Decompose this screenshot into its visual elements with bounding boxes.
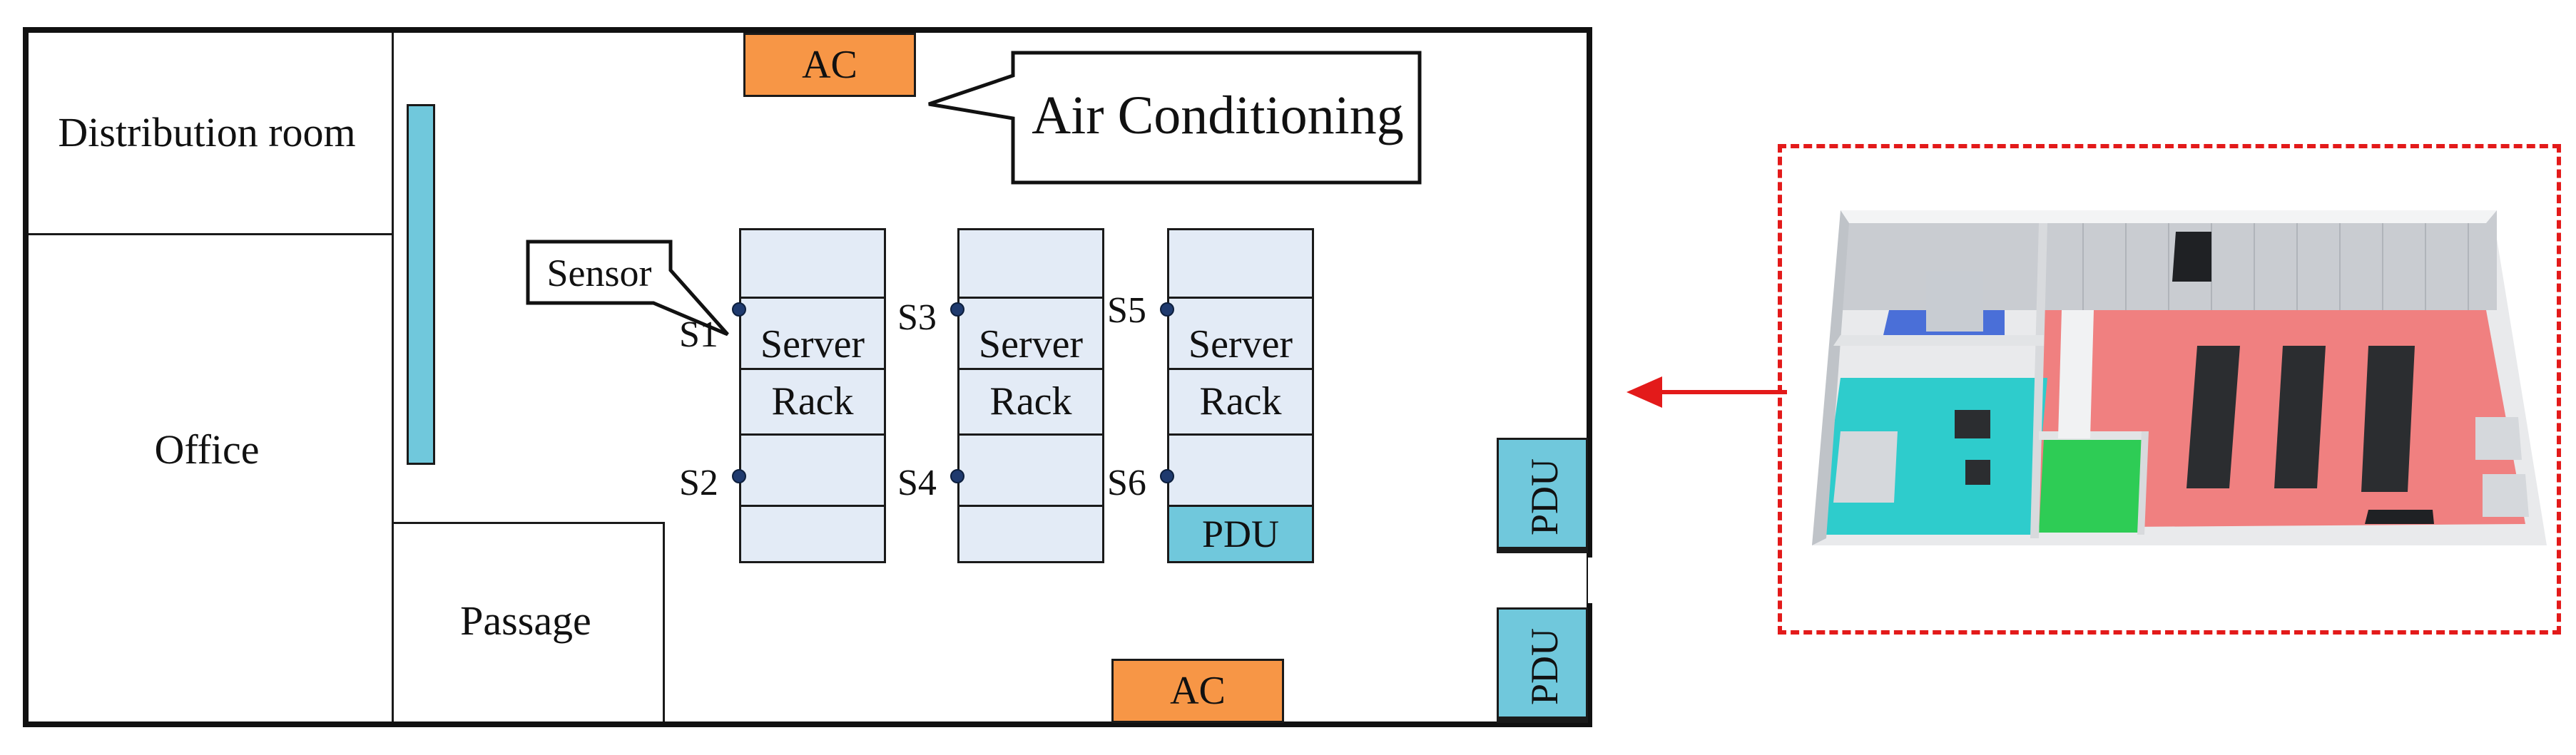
sensor-dot-s2: [732, 469, 746, 483]
rack-1-label-line2: Rack: [771, 379, 854, 423]
rack-2-label-line2: Rack: [989, 379, 1072, 423]
rack-3-label-line1: Server: [1188, 322, 1293, 366]
server-rack-1: Server Rack: [739, 228, 886, 563]
rack-1-label-line1: Server: [760, 322, 865, 366]
office-label: Office: [154, 426, 260, 473]
sensor-dot-s5: [1160, 302, 1174, 317]
sensor-label-s6: S6: [1107, 463, 1146, 503]
pdu-wall-unit-1: PDU: [1497, 438, 1588, 553]
sensor-dot-s4: [950, 469, 964, 483]
distribution-room-label: Distribution room: [58, 109, 356, 156]
sensor-dot-s1: [732, 302, 746, 317]
render-frame: [1778, 144, 2561, 635]
sensor-callout-shape: [526, 240, 729, 337]
ac-unit-top: AC: [743, 33, 916, 97]
sensor-label-s1: S1: [679, 314, 718, 355]
rack-3-pdu: PDU: [1169, 507, 1312, 561]
distribution-room: Distribution room: [29, 33, 394, 235]
cooling-duct-bar: [407, 104, 435, 465]
office-room: Office: [29, 235, 394, 721]
air-conditioning-callout-label: Air Conditioning: [1032, 86, 1404, 146]
floor-plan: Distribution room Office Passage AC AC A…: [23, 27, 1595, 727]
sensor-label-s2: S2: [679, 463, 718, 503]
pdu-wall-unit-2: PDU: [1497, 607, 1588, 723]
air-conditioning-callout-shape: [928, 51, 1422, 185]
server-rack-2: Server Rack: [957, 228, 1104, 563]
pointer-arrow: [1626, 376, 1787, 408]
passage-room: Passage: [394, 522, 665, 721]
rack-2-label-line1: Server: [978, 322, 1084, 366]
rack-3-label-line2: Rack: [1199, 379, 1282, 423]
sensor-label-s3: S3: [897, 297, 937, 338]
ac-unit-bottom: AC: [1111, 659, 1284, 723]
passage-label: Passage: [460, 597, 591, 644]
sensor-dot-s3: [950, 302, 964, 317]
sensor-label-s5: S5: [1107, 290, 1146, 331]
sensor-label-s4: S4: [897, 463, 937, 503]
pdu-wall-unit-2-label: PDU: [1523, 627, 1566, 706]
server-rack-3: Server Rack PDU: [1167, 228, 1314, 563]
sensor-callout-label: Sensor: [546, 252, 652, 294]
datacenter-3d-render: [1812, 210, 2547, 545]
right-wall-opening: [1588, 558, 1595, 603]
pdu-wall-unit-1-label: PDU: [1523, 458, 1566, 536]
sensor-dot-s6: [1160, 469, 1174, 483]
